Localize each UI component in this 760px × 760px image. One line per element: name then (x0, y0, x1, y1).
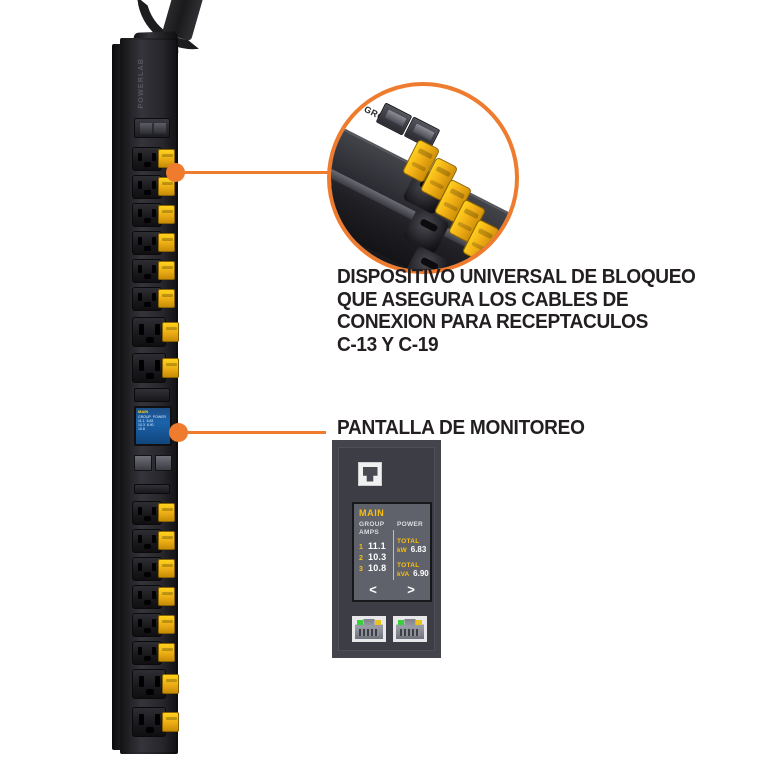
lcd-next-button[interactable]: > (407, 582, 415, 597)
outlet-c13 (132, 174, 175, 200)
callout-dot-locking-device (166, 163, 185, 182)
lcd-power-kva-label: TOTAL (397, 562, 420, 569)
locking-tab-icon (158, 503, 175, 522)
circuit-breaker-module (134, 118, 170, 138)
outlet-c13 (132, 556, 175, 582)
pdu-lcd-title: MAIN (138, 409, 149, 414)
link-led-icon (398, 620, 404, 625)
callout-dot-monitoring-display (169, 423, 188, 442)
lcd-navigation: < > (354, 582, 430, 597)
lcd-group-index: 3 (359, 566, 363, 573)
outlet-c19 (132, 706, 179, 738)
outlet-c19 (132, 352, 179, 384)
locking-tab-icon (158, 261, 175, 280)
pdu-brand-label: POWERLAB (138, 58, 145, 109)
ethernet-port-group (352, 616, 432, 642)
outlet-c13 (132, 584, 175, 610)
outlet-c13 (132, 230, 175, 256)
pdu-ethernet-ports (134, 455, 172, 471)
monitoring-display-heading: PANTALLA DE MONITOREO (337, 416, 585, 439)
locking-tab-icon (158, 205, 175, 224)
rj45-jack-icon (358, 462, 382, 486)
sensor-port-module (134, 388, 170, 402)
lcd-group-index: 1 (359, 544, 363, 551)
outlet-c13 (132, 146, 175, 172)
lcd-divider (393, 530, 394, 580)
lcd-group-row: 3 10.8 (359, 563, 386, 574)
lcd-amps-header: AMPS (359, 529, 379, 536)
locking-tab-icon (158, 587, 175, 606)
locking-tab-icon (162, 712, 179, 732)
pdu-lcd-amps-1: 11.1 (138, 419, 145, 423)
locking-tab-icon (158, 615, 175, 634)
lcd-group-amps: 11.1 (368, 541, 386, 551)
outlet-c13 (132, 612, 175, 638)
heading-line-2: QUE ASEGURA LOS CABLES DE (337, 287, 629, 311)
locking-device-heading: DISPOSITIVO UNIVERSAL DE BLOQUEO QUE ASE… (337, 265, 709, 356)
locking-tab-icon (158, 289, 175, 308)
locking-tab-icon (162, 674, 179, 694)
lcd-power-kva-unit: kVA (397, 571, 410, 578)
heading-line-3: CONEXION PARA RECEPTACULOS (337, 310, 648, 333)
locking-device-closeup-photo: GROUP (327, 82, 519, 274)
lcd-power-kva-value: 6.90 (413, 569, 429, 578)
locking-tab-icon (158, 531, 175, 550)
activity-led-icon (375, 620, 381, 625)
pdu-lcd-amps-2: 10.3 (138, 423, 145, 427)
pdu-ethernet-port-2 (154, 455, 172, 471)
activity-led-icon (416, 620, 422, 625)
heading-line-1: DISPOSITIVO UNIVERSAL DE BLOQUEO (337, 265, 696, 288)
pdu-lcd-kw: 6.83 (146, 419, 154, 423)
outlet-c19 (132, 668, 179, 700)
lcd-power-kw-value: 6.83 (410, 545, 427, 554)
lcd-group-header: GROUP (359, 521, 385, 528)
pdu-label-strip (134, 484, 170, 494)
outlet-c13 (132, 258, 175, 284)
monitoring-display-diagram: MAIN GROUP AMPS POWER 1 11.1 2 10.3 3 (332, 440, 441, 658)
outlet-c13 (132, 528, 175, 554)
locking-tab-icon (162, 358, 179, 378)
lcd-group-amps: 10.3 (368, 552, 387, 562)
outlet-c13 (132, 640, 175, 666)
pdu-lcd-kva: 6.90 (146, 423, 154, 427)
callout-leader-line-locking-device (183, 171, 331, 174)
pdu-lcd-amps-3: 10.8 (138, 427, 145, 431)
lcd-group-amps: 10.8 (368, 563, 387, 573)
locking-tab-icon (158, 559, 175, 578)
pdu-lcd-power-hdr: POWER (152, 415, 167, 419)
callout-leader-line-monitoring-display (186, 431, 326, 434)
outlet-c13 (132, 286, 175, 312)
lcd-group-row: 2 10.3 (359, 552, 386, 563)
pdu-ethernet-port-1 (134, 455, 152, 471)
outlet-c13 (132, 202, 175, 228)
ethernet-port-1 (352, 616, 386, 642)
heading-line-4: C-13 Y C-19 (337, 332, 439, 356)
locking-tab-icon (158, 233, 175, 252)
link-led-icon (357, 620, 363, 625)
lcd-power-kw-label: TOTAL (397, 538, 420, 545)
lcd-screen: MAIN GROUP AMPS POWER 1 11.1 2 10.3 3 (352, 502, 432, 602)
ethernet-port-2 (393, 616, 427, 642)
lcd-title: MAIN (359, 508, 385, 518)
lcd-group-row: 1 11.1 (359, 541, 386, 552)
lcd-group-readings: 1 11.1 2 10.3 3 10.8 (359, 541, 386, 574)
pdu-lcd-group-hdr: GROUP (138, 415, 151, 419)
outlet-c13 (132, 500, 175, 526)
lcd-power-header: POWER (397, 521, 424, 528)
lcd-prev-button[interactable]: < (369, 582, 377, 597)
lcd-group-index: 2 (359, 555, 363, 562)
locking-tab-icon (162, 322, 179, 342)
lcd-power-kw-unit: kW (397, 547, 407, 554)
locking-tab-icon (158, 643, 175, 662)
lcd-power-kva: TOTAL kVA 6.90 (397, 562, 429, 578)
lcd-power-kw: TOTAL kW 6.83 (397, 538, 426, 554)
outlet-c19 (132, 316, 179, 348)
